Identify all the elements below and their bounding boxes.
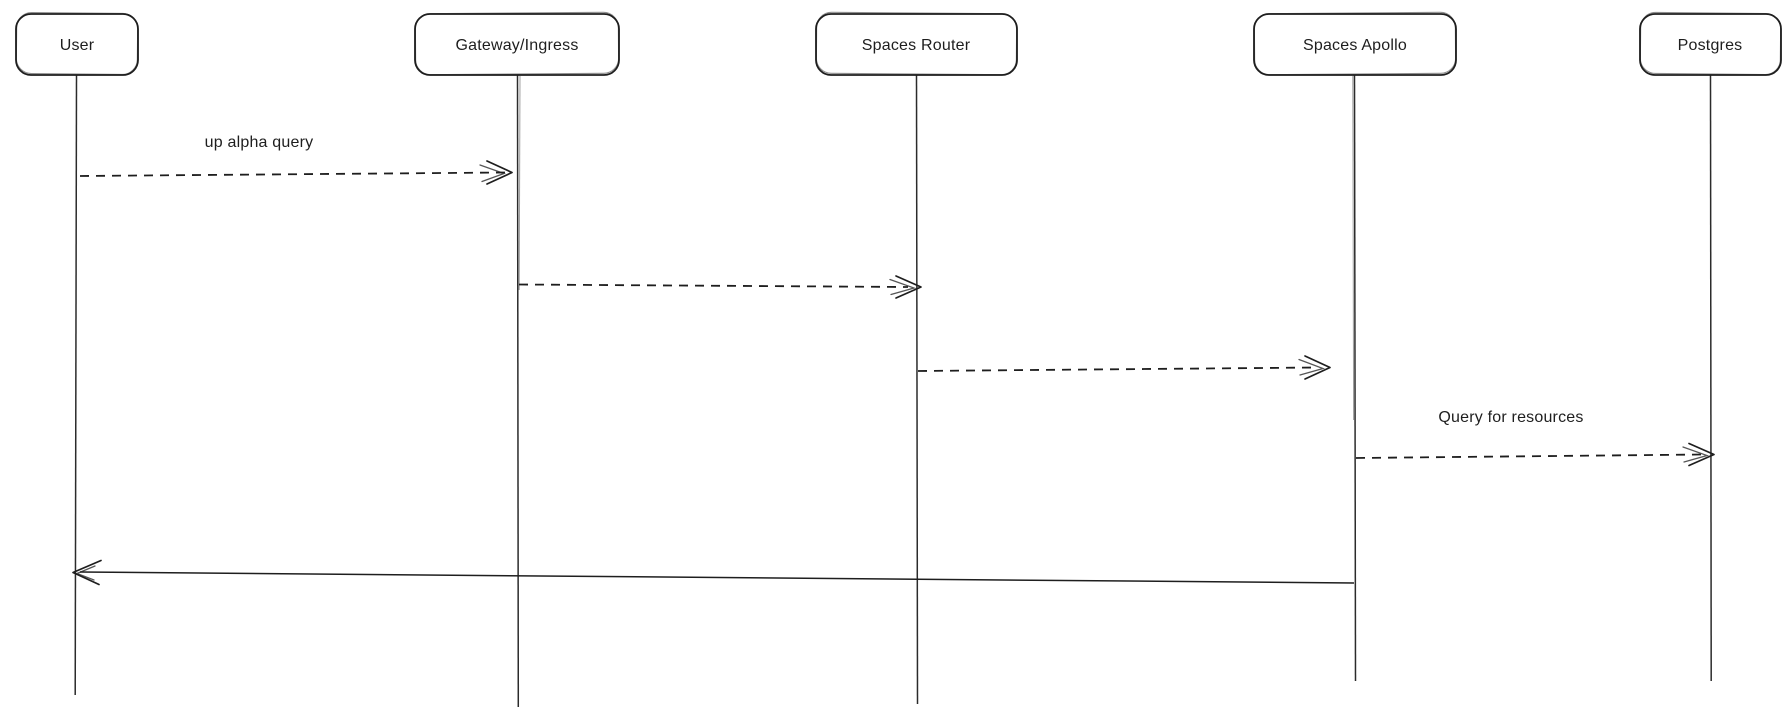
- arrowhead-right-sketch-icon: [1682, 446, 1710, 463]
- arrowhead-left-sketch-icon: [75, 565, 96, 581]
- message-router-to-apollo: [917, 355, 1331, 380]
- message-up-alpha-query: up alpha query: [79, 134, 513, 185]
- actor-label-spaces-apollo: Spaces Apollo: [1303, 37, 1407, 54]
- lifeline-gateway-ingress-sketch: [518, 75, 521, 291]
- message-return-to-user: [72, 559, 1355, 586]
- actor-label-postgres: Postgres: [1678, 37, 1743, 54]
- message-label-query-for-resources: Query for resources: [1438, 409, 1583, 426]
- actor-user: User: [15, 11, 139, 76]
- lifelines: [74, 74, 1712, 708]
- message-line-gateway-to-router: [518, 283, 909, 288]
- lifeline-gateway-ingress: [516, 74, 520, 708]
- lifeline-spaces-router: [915, 74, 919, 705]
- arrowhead-right-icon: [1688, 442, 1715, 467]
- actor-box-spaces-router-sketch: [815, 11, 1018, 76]
- message-line-query-for-resources: [1355, 453, 1704, 459]
- actor-label-spaces-router: Spaces Router: [862, 37, 971, 54]
- message-query-for-resources: Query for resources: [1355, 409, 1715, 467]
- arrowhead-right-sketch-icon: [479, 164, 506, 183]
- actor-gateway-ingress: Gateway/Ingress: [414, 11, 620, 76]
- message-line-router-to-apollo: [917, 366, 1319, 372]
- actor-postgres: Postgres: [1639, 11, 1782, 76]
- arrowhead-left-icon: [72, 559, 102, 586]
- actor-label-gateway-ingress: Gateway/Ingress: [455, 37, 578, 54]
- message-line-up-alpha-query: [79, 171, 506, 177]
- arrowhead-right-icon: [895, 275, 922, 299]
- actor-label-user: User: [60, 37, 95, 54]
- arrowhead-right-sketch-icon: [1298, 358, 1326, 376]
- actor-box-spaces-apollo-sketch: [1253, 11, 1457, 76]
- lifeline-spaces-apollo-sketch: [1352, 75, 1355, 421]
- message-gateway-to-router: [518, 275, 922, 299]
- arrowhead-right-sketch-icon: [889, 278, 917, 296]
- message-label-up-alpha-query: up alpha query: [205, 134, 314, 151]
- actor-box-postgres-sketch: [1639, 11, 1782, 76]
- lifeline-user: [74, 74, 78, 696]
- actor-box-user-sketch: [15, 11, 139, 76]
- actor-spaces-router: Spaces Router: [815, 11, 1018, 76]
- arrowhead-right-icon: [1304, 355, 1331, 380]
- actor-spaces-apollo: Spaces Apollo: [1253, 11, 1457, 76]
- message-line-return-to-user: [79, 571, 1355, 584]
- arrowhead-right-icon: [486, 160, 513, 185]
- actor-box-gateway-ingress-sketch: [414, 11, 620, 76]
- lifeline-spaces-apollo: [1353, 74, 1357, 682]
- lifeline-postgres: [1709, 74, 1712, 682]
